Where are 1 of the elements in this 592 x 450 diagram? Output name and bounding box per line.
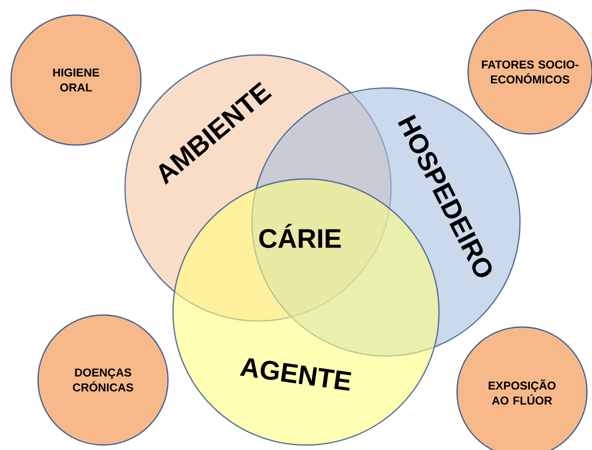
center-label: CÁRIE (259, 224, 341, 248)
